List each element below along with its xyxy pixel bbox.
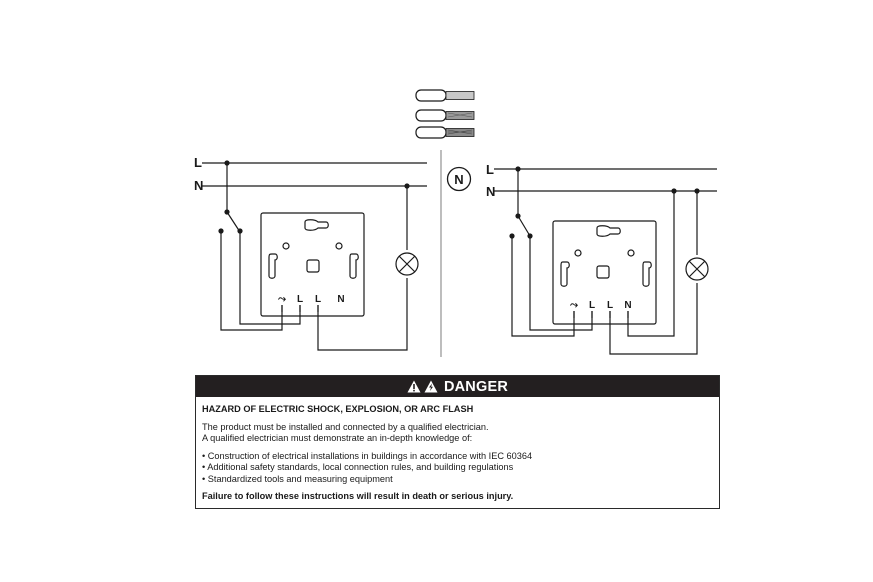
hazard-heading: HAZARD OF ELECTRIC SHOCK, EXPLOSION, OR … <box>202 404 474 414</box>
warning-triangle-icon <box>424 380 438 393</box>
danger-bullet-list: Construction of electrical installations… <box>202 451 713 486</box>
wire-stranded-icon <box>415 109 475 122</box>
wire-ferrule-icon <box>415 126 475 139</box>
neutral-symbol-letter: N <box>454 172 463 187</box>
danger-intro-line: A qualified electrician must demonstrate… <box>202 433 473 444</box>
list-item: Additional safety standards, local conne… <box>202 462 713 474</box>
terminal-n-right: N <box>624 300 631 311</box>
terminal-l2-left: L <box>315 294 321 305</box>
terminal-l1-right: L <box>589 300 595 311</box>
lamp-icon-left <box>395 252 419 276</box>
device-plate-left <box>260 212 365 317</box>
terminal-n-left: N <box>337 294 344 305</box>
label-line-left: L <box>194 155 202 170</box>
danger-body: HAZARD OF ELECTRIC SHOCK, EXPLOSION, OR … <box>196 397 719 502</box>
wire-solid-icon <box>415 89 475 102</box>
danger-consequence: Failure to follow these instructions wil… <box>202 490 514 501</box>
terminal-l1-left: L <box>297 294 303 305</box>
warning-triangle-icon <box>407 380 421 393</box>
label-neutral-right: N <box>486 184 495 199</box>
wiring-diagram: L N L N N ⤳ L L N ⤳ L L N <box>194 89 717 357</box>
terminal-dimmed-left: ⤳ <box>278 294 286 305</box>
label-neutral-left: N <box>194 178 203 193</box>
danger-title: DANGER <box>443 378 509 395</box>
label-line-right: L <box>486 162 494 177</box>
danger-intro-line: The product must be installed and connec… <box>202 421 489 432</box>
wire-strip-illustration <box>415 89 475 139</box>
device-plate-right <box>552 220 657 325</box>
diagram-without-neutral <box>202 162 427 351</box>
list-item: Standardized tools and measuring equipme… <box>202 474 713 486</box>
danger-header: DANGER <box>196 376 719 397</box>
list-item: Construction of electrical installations… <box>202 451 713 463</box>
danger-notice: DANGER HAZARD OF ELECTRIC SHOCK, EXPLOSI… <box>195 375 720 509</box>
lamp-icon-right <box>685 257 709 281</box>
diagram-with-neutral <box>494 168 717 355</box>
terminal-l2-right: L <box>607 300 613 311</box>
neutral-required-icon <box>446 166 472 192</box>
terminal-dimmed-right: ⤳ <box>570 300 578 311</box>
